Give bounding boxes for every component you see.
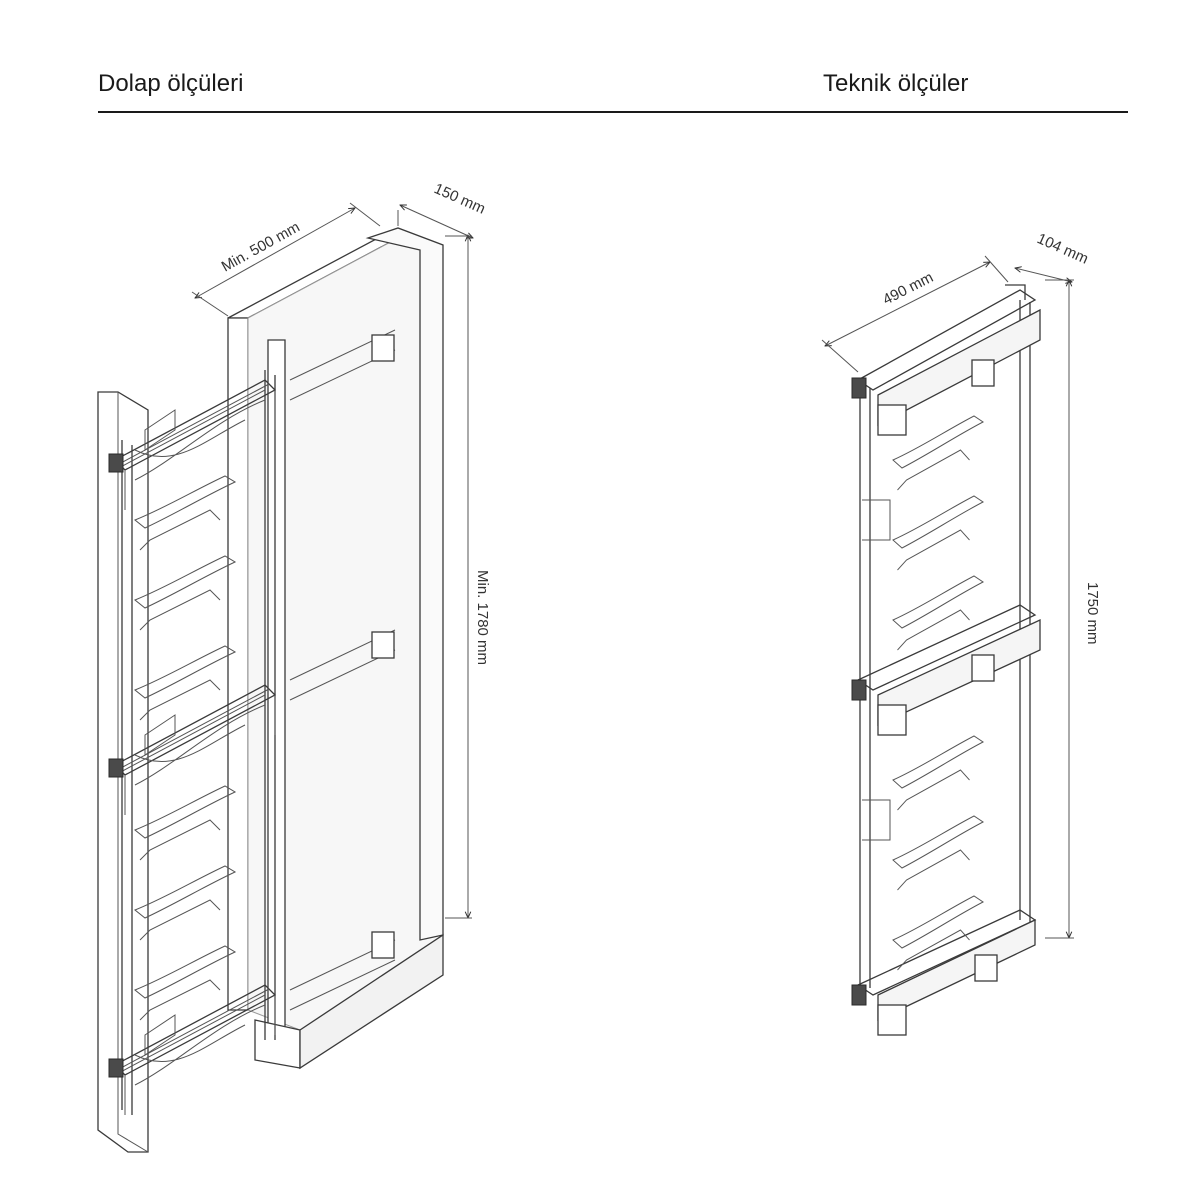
pullout-frame-illustration xyxy=(851,284,1041,1036)
side-baskets xyxy=(862,499,891,841)
front-door-edge xyxy=(117,392,149,1153)
middle-bracket xyxy=(971,654,995,682)
wire-shelf xyxy=(892,735,984,811)
width-extension-line xyxy=(821,339,859,373)
left-dimension-lines xyxy=(191,202,473,918)
frame-height-label: 1750 mm xyxy=(1084,582,1101,645)
heading-technical-dimensions: Teknik ölçüler xyxy=(823,70,969,97)
wire-shelf xyxy=(892,495,984,571)
cabinet-plinth-side xyxy=(299,933,444,1070)
top-clip xyxy=(877,404,907,436)
wire-shelf xyxy=(134,865,236,941)
middle-bracket xyxy=(371,631,395,659)
wire-shelf xyxy=(134,785,236,861)
wire-shelf xyxy=(134,555,236,631)
cabinet-width-label: Min. 500 mm xyxy=(219,219,303,276)
cabinet-depth-label: 150 mm xyxy=(431,180,487,218)
wire-shelf xyxy=(134,475,236,551)
top-hinge xyxy=(851,377,867,399)
header-divider xyxy=(98,111,1128,113)
wire-shelf xyxy=(892,575,984,651)
width-dimension-line xyxy=(195,208,355,298)
heading-cabinet-dimensions: Dolap ölçüleri xyxy=(98,70,244,97)
frame-top-cap xyxy=(1005,284,1026,300)
bottom-hinge xyxy=(851,984,867,1006)
top-bracket xyxy=(371,334,395,362)
frame-width-label: 490 mm xyxy=(880,269,936,309)
bottom-clip xyxy=(877,1004,907,1036)
right-dimension-lines xyxy=(821,255,1074,938)
bottom-bracket xyxy=(974,954,998,982)
depth-dimension-line xyxy=(400,205,473,238)
bottom-bracket xyxy=(371,931,395,959)
frame-depth-label: 104 mm xyxy=(1034,230,1090,268)
middle-tray xyxy=(856,604,1037,691)
top-bracket xyxy=(971,359,995,387)
middle-hinge xyxy=(851,679,867,701)
pullout-cabinet-illustration xyxy=(97,227,444,1153)
middle-clip xyxy=(877,704,907,736)
width-dimension-line xyxy=(825,262,990,346)
cabinet-height-label: Min. 1780 mm xyxy=(474,570,491,665)
wire-shelf xyxy=(892,815,984,891)
width-extension-line xyxy=(191,291,229,317)
cabinet-inner-edge xyxy=(267,339,286,1036)
width-extension-line xyxy=(984,255,1009,283)
width-extension-line xyxy=(349,202,381,227)
cabinet-side-front-edge xyxy=(227,317,249,1011)
